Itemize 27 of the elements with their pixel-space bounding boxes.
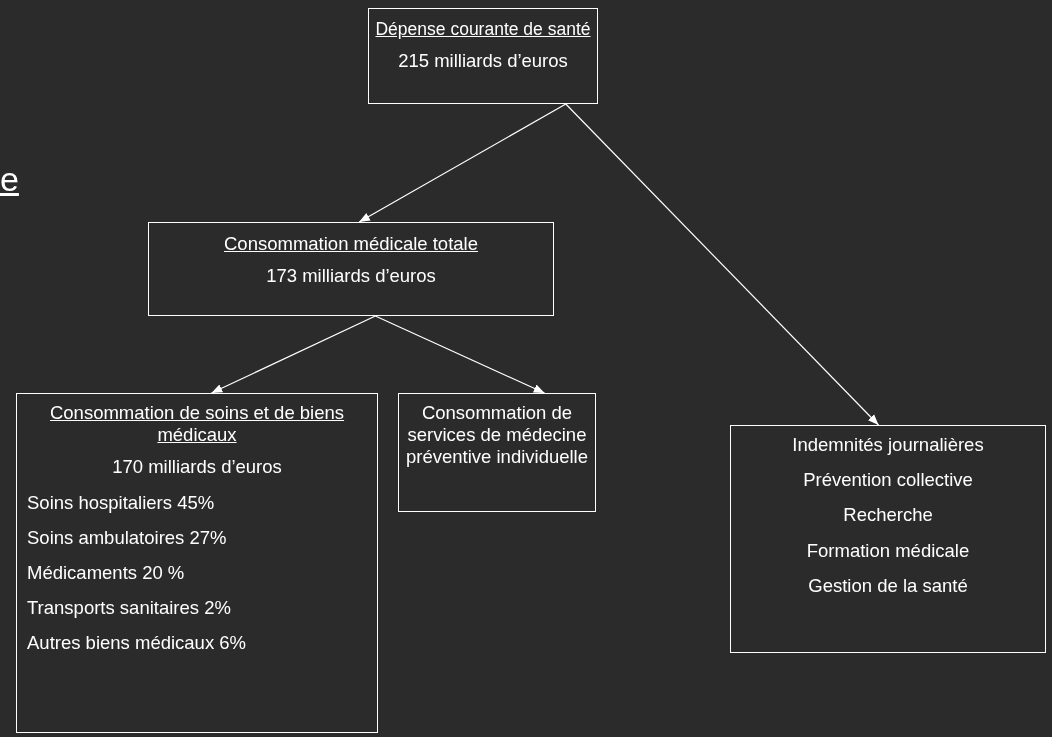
box-text: 173 milliards d’euros xyxy=(265,265,437,288)
box-text: Formation médicale xyxy=(805,539,971,562)
box-heading: Dépense courante de santé xyxy=(374,19,592,40)
text-box xyxy=(398,393,596,512)
arrow xyxy=(358,103,567,223)
text-box xyxy=(730,425,1046,653)
text-box xyxy=(368,8,598,104)
box-text: Soins ambulatoires 27% xyxy=(27,526,228,549)
box-text: Consommation de services de médecine préventive individuelle xyxy=(405,402,589,469)
box-text: Recherche xyxy=(842,504,934,527)
arrow xyxy=(565,103,880,426)
box-heading: Consommation de soins et de biens médicaux xyxy=(48,402,346,447)
box-text: Prévention collective xyxy=(802,469,974,492)
arrow xyxy=(210,315,376,394)
box-text: Gestion de la santé xyxy=(807,574,969,597)
text-box xyxy=(16,393,378,733)
box-text: Transports sanitaires 2% xyxy=(27,597,232,620)
arrow xyxy=(374,315,546,394)
cut-off-title: e xyxy=(0,162,19,196)
box-heading: Consommation médicale totale xyxy=(223,233,479,256)
box-text: 215 milliards d’euros xyxy=(397,50,569,73)
box-text: Médicaments 20 % xyxy=(27,561,186,585)
box-text: 170 milliards d’euros xyxy=(111,456,283,479)
text-box xyxy=(148,222,554,316)
box-text: Soins hospitaliers 45% xyxy=(27,491,216,514)
box-text: Autres biens médicaux 6% xyxy=(27,632,248,655)
box-text: Indemnités journalières xyxy=(791,434,985,457)
